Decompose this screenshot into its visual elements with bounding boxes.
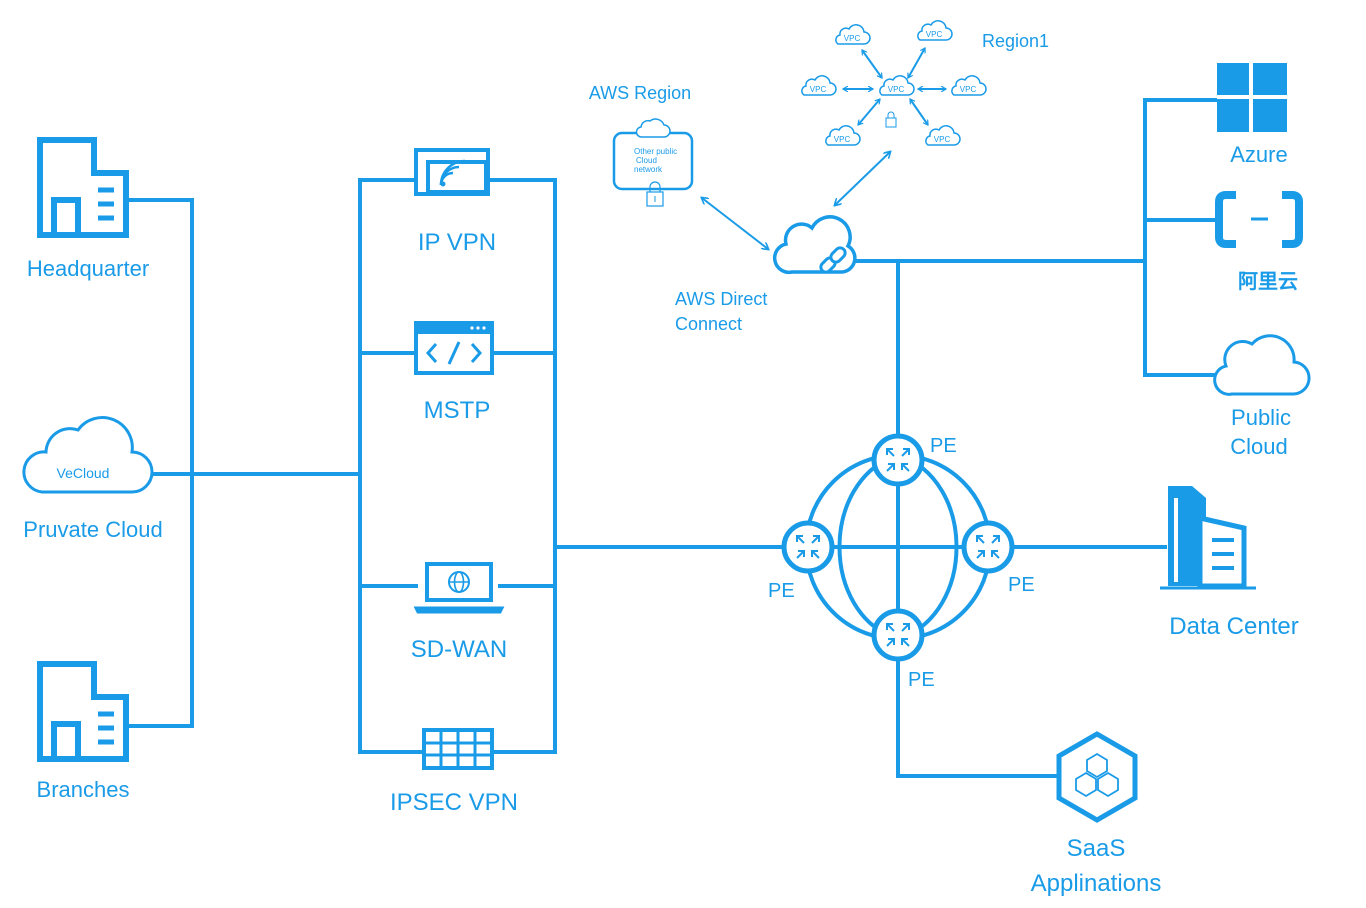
svg-text:VPC: VPC (960, 85, 977, 94)
ipsec-vpn-label: IPSEC VPN (390, 789, 518, 816)
aws-region-node: AWS Region Other public Cloud network (589, 83, 694, 207)
sd-wan-node: SD-WAN (411, 562, 507, 663)
router-icon (784, 523, 832, 571)
headquarter-label: Headquarter (27, 256, 149, 281)
azure-node: Azure (1217, 63, 1288, 167)
grid-icon (422, 728, 494, 770)
other-cloud-line2: Cloud (636, 156, 657, 165)
direct-connect-line2: Connect (675, 314, 742, 334)
mstp-node: MSTP (414, 321, 494, 424)
saas-line2: Applinations (1031, 870, 1162, 897)
aliyun-label: 阿里云 (1238, 269, 1298, 293)
saas-icon (1056, 731, 1138, 823)
pe-label: PE (1008, 574, 1035, 596)
public-cloud-line1: Public (1231, 405, 1291, 430)
svg-text:VPC: VPC (844, 34, 861, 43)
other-cloud-line1: Other public (634, 147, 677, 156)
sd-wan-label: SD-WAN (411, 636, 507, 663)
region1-label: Region1 (982, 31, 1049, 51)
building-icon (40, 664, 126, 759)
vpc-center: VPC (879, 75, 915, 96)
branches-label: Branches (37, 777, 130, 802)
svg-text:VPC: VPC (834, 135, 851, 144)
aws-region-arrow (702, 198, 768, 249)
branches-node: Branches (37, 664, 130, 802)
router-icon (874, 436, 922, 484)
vecloud-label: VeCloud (57, 465, 110, 481)
private-cloud-label: Pruvate Cloud (23, 517, 162, 542)
router-icon (874, 611, 922, 659)
pe-router-bottom: PE (874, 611, 935, 691)
link-icon (819, 246, 847, 274)
router-icon (964, 523, 1012, 571)
right-vertical-bus (1143, 98, 1222, 377)
building-icon (40, 140, 126, 235)
ip-vpn-node: IP VPN (414, 148, 496, 256)
region1-arrow (835, 152, 890, 205)
aliyun-node: 阿里云 (1215, 191, 1303, 293)
cloud-icon (635, 118, 671, 138)
pe-label: PE (908, 669, 935, 691)
laptop-globe-icon (413, 562, 505, 614)
windows-icon (1217, 63, 1287, 132)
pe-label: PE (768, 580, 795, 602)
vpc-bottom-left: VPC (825, 125, 861, 146)
svg-text:VPC: VPC (888, 85, 905, 94)
saas-link (896, 658, 1060, 778)
region1-cluster: Region1 VPC VPC VPC VPC VPC VPC VPC (801, 20, 1049, 146)
azure-label: Azure (1230, 142, 1287, 167)
code-icon (414, 321, 494, 375)
public-cloud-line2: Cloud (1230, 434, 1287, 459)
vpc-right: VPC (951, 75, 987, 96)
svg-text:VPC: VPC (934, 135, 951, 144)
ipsec-vpn-node: IPSEC VPN (390, 728, 518, 816)
vpc-top-left: VPC (835, 24, 871, 45)
cloud-icon (1213, 334, 1311, 396)
aws-direct-connect-node: AWS Direct Connect (675, 215, 857, 334)
vpc-bottom-right: VPC (925, 125, 961, 146)
wifi-icon (414, 148, 490, 196)
other-cloud-line3: network (634, 165, 663, 174)
saas-line1: SaaS (1067, 835, 1126, 862)
datacenter-icon (1160, 486, 1256, 590)
vpc-top-right: VPC (917, 20, 953, 41)
aws-region-label: AWS Region (589, 83, 691, 103)
cloud-icon (773, 215, 857, 275)
saas-node: SaaS Applinations (1031, 731, 1162, 897)
pe-router-left: PE (768, 523, 832, 602)
data-center-node: Data Center (1160, 486, 1299, 640)
vpc-left: VPC (801, 75, 837, 96)
left-vertical-bus (125, 198, 194, 728)
svg-text:VPC: VPC (810, 85, 827, 94)
pe-label: PE (930, 435, 957, 457)
headquarter-node: Headquarter (27, 140, 149, 281)
data-center-label: Data Center (1169, 613, 1298, 640)
aliyun-icon (1215, 191, 1303, 248)
pe-router-top: PE (874, 435, 957, 484)
private-cloud-node: VeCloud Pruvate Cloud (22, 416, 163, 542)
cloud-icon (22, 416, 154, 494)
lock-icon (885, 111, 897, 128)
pe-router-right: PE (964, 523, 1035, 596)
direct-connect-line1: AWS Direct (675, 289, 767, 309)
svg-text:VPC: VPC (926, 30, 943, 39)
connection-lines (125, 98, 1222, 778)
ip-vpn-label: IP VPN (418, 229, 496, 256)
public-cloud-node: Public Cloud (1213, 334, 1311, 459)
mstp-label: MSTP (424, 397, 491, 424)
lock-icon (646, 181, 664, 207)
